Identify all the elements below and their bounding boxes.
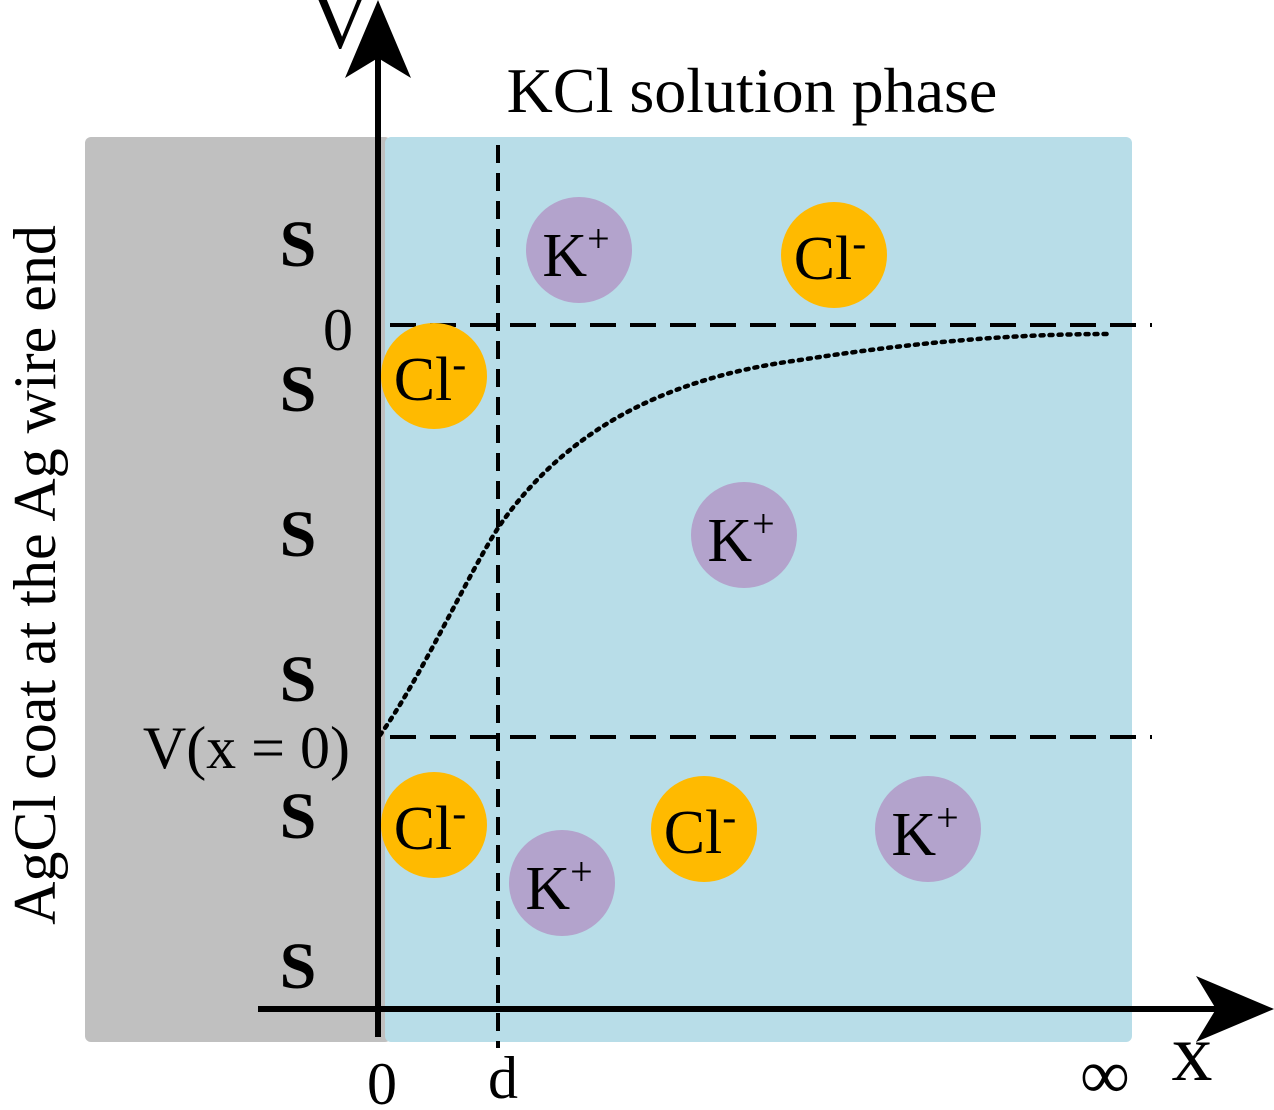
- solution-phase-title: KCl solution phase: [507, 55, 998, 126]
- y-axis-arrowhead: [345, 0, 411, 78]
- anion-label: Cl-: [394, 791, 467, 863]
- anion-cl3: Cl-: [381, 772, 487, 878]
- anion-label: Cl-: [794, 221, 867, 293]
- cation-label: K+: [891, 795, 958, 869]
- surface-sites: S S S S S S: [280, 208, 317, 1003]
- anion-cl1: Cl-: [381, 323, 487, 429]
- anion-label: Cl-: [394, 342, 467, 414]
- surface-site: S: [280, 353, 317, 426]
- cation-k2: K+: [691, 482, 797, 588]
- x-axis-label: x: [1172, 1007, 1213, 1098]
- surface-site: S: [280, 498, 317, 571]
- cation-circle: [691, 482, 797, 588]
- cation-k1: K+: [526, 197, 632, 303]
- y-axis-label: V: [310, 0, 369, 66]
- surface-site: S: [280, 780, 317, 853]
- surface-site: S: [280, 930, 317, 1003]
- cation-circle: [526, 197, 632, 303]
- cation-circle: [875, 776, 981, 882]
- cation-k3: K+: [509, 830, 615, 936]
- anion-cl4: Cl-: [651, 776, 757, 882]
- zero-level-label: 0: [323, 297, 353, 363]
- agcl-coat-region: [85, 137, 391, 1042]
- cation-label: K+: [542, 216, 609, 290]
- anion-label: Cl-: [664, 795, 737, 867]
- anion-circle: [381, 323, 487, 429]
- x-axis-arrowhead: [1196, 976, 1274, 1042]
- surface-site: S: [280, 643, 317, 716]
- coat-label: AgCl coat at the Ag wire end: [2, 225, 68, 925]
- x-d-tick-label: d: [488, 1045, 518, 1110]
- anion-circle: [781, 202, 887, 308]
- anion-circle: [651, 776, 757, 882]
- cation-label: K+: [707, 501, 774, 575]
- x-infinity-tick-label: ∞: [1080, 1037, 1130, 1110]
- anion-cl2: Cl-: [781, 202, 887, 308]
- potential-curve: [377, 331, 1113, 738]
- anion-circle: [381, 772, 487, 878]
- cation-label: K+: [525, 849, 592, 923]
- cation-circle: [509, 830, 615, 936]
- surface-site: S: [280, 208, 317, 281]
- surface-potential-label: V(x = 0): [143, 715, 350, 781]
- x-origin-tick-label: 0: [367, 1051, 397, 1110]
- cation-k4: K+: [875, 776, 981, 882]
